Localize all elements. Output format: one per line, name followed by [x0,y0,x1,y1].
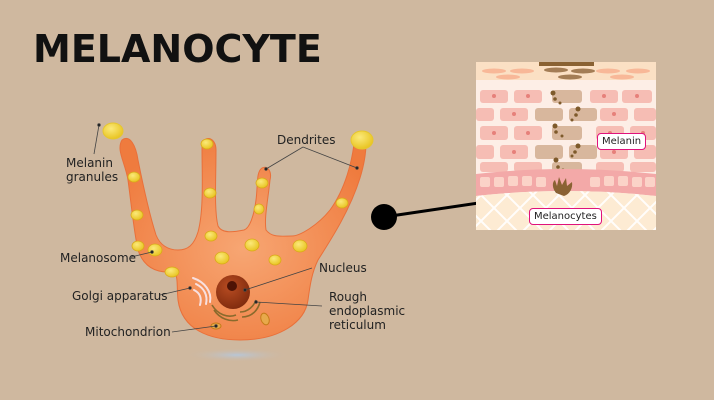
skin-melanocyte [552,177,573,196]
label-melanin-granules: Melanin granules [66,156,119,184]
golgi-apparatus [192,277,212,306]
melanin-granule-right [350,130,374,150]
melanocyte-cell [119,137,367,341]
callout-melanocytes: Melanocytes [529,208,602,225]
label-rough-er: Rough endoplasmic reticulum [329,290,406,332]
nucleolus [227,281,237,291]
label-melanosome: Melanosome [60,251,137,265]
callout-melanin: Melanin [597,133,647,150]
cell-shadow [185,348,289,362]
label-nucleus: Nucleus [319,261,367,275]
page-title: MELANOCYTE [33,27,322,71]
label-golgi-apparatus: Golgi apparatus [72,289,168,303]
skin-inset [476,62,656,230]
label-dendrites: Dendrites [277,133,336,147]
melanosomes [127,138,349,278]
mitochondrion-2 [260,312,270,326]
melanin-granule-left [102,122,124,140]
nucleus [216,275,250,309]
label-mitochondrion: Mitochondrion [85,325,171,339]
rough-er [211,299,261,322]
